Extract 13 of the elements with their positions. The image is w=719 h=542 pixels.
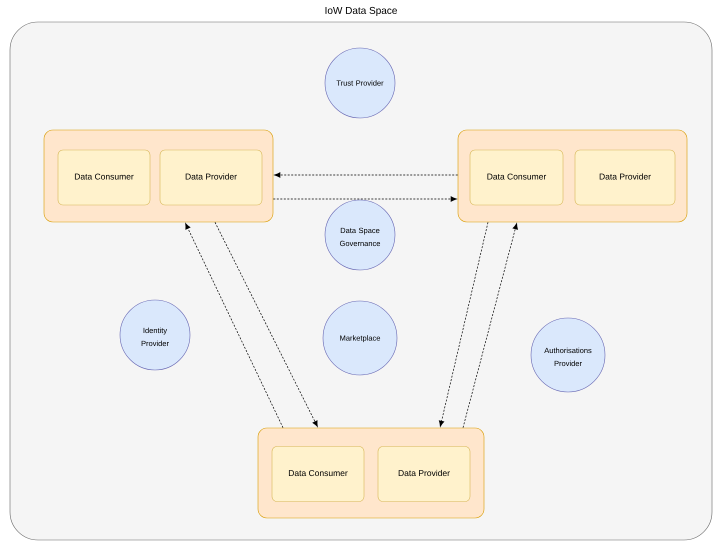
arrow (214, 222, 318, 427)
role-box: Data Provider (574, 150, 676, 206)
role-box: Data Provider (160, 150, 262, 206)
role-box: Data Consumer (470, 150, 564, 206)
arrow (438, 222, 488, 427)
arrow (274, 172, 458, 178)
role-box: Data Consumer (272, 446, 364, 502)
arrow (185, 223, 284, 428)
role-box: Data Consumer (58, 150, 150, 206)
arrow (272, 196, 457, 202)
container-label: IoW Data Space (326, 6, 397, 16)
arrow (462, 223, 518, 428)
role-box: Data Provider (378, 446, 470, 502)
